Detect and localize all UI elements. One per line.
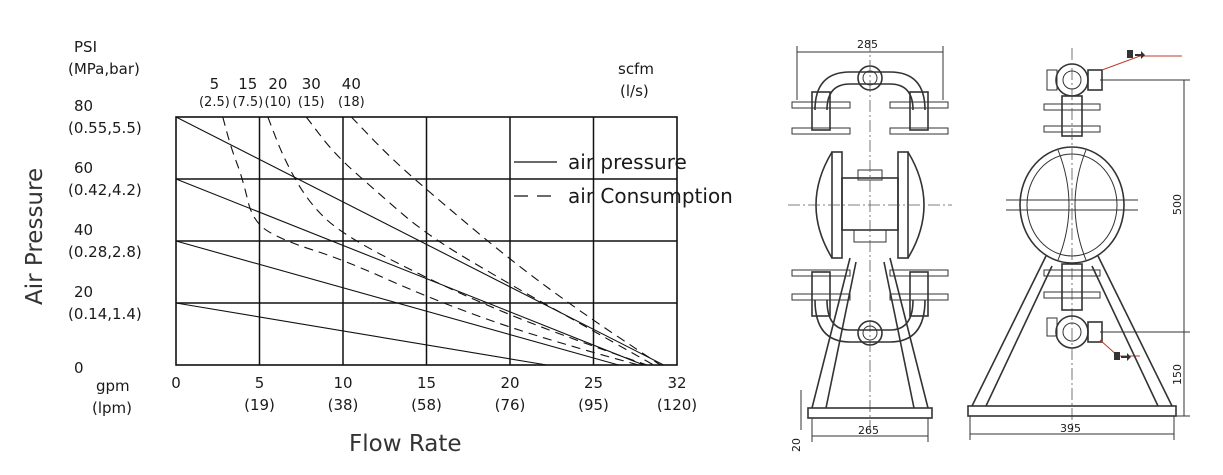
air-tick-labels: 5 (2.5) 15 (7.5) 20 (10) 30 (15) 40 (18) xyxy=(199,75,365,110)
air-tick-sublabel: (10) xyxy=(265,95,292,110)
air-unit-label-1: scfm xyxy=(618,60,654,78)
air-consumption-curve-5 xyxy=(267,116,648,366)
x-tick-labels: 0 5 (19) 10 (38) 15 (58) 20 (76) 25 (95) 32 (120) xyxy=(171,374,697,414)
dim-foot-height: 20 xyxy=(790,438,803,452)
dim-side-width-base: 395 xyxy=(1060,422,1081,435)
x-tick-sublabel: (19) xyxy=(244,396,275,414)
air-pressure-line-1 xyxy=(175,178,644,366)
grid xyxy=(176,117,677,365)
y-axis-title: Air Pressure xyxy=(22,168,48,305)
x-tick-label: 20 xyxy=(500,374,519,392)
air-tick-label: 20 xyxy=(268,75,287,93)
x-axis-title: Flow Rate xyxy=(349,431,462,457)
y-unit-label-2: (MPa,bar) xyxy=(68,60,140,78)
x-tick-label: 25 xyxy=(584,374,603,392)
air-consumption-curve-7 xyxy=(350,116,661,366)
y-tick-label: 40 xyxy=(74,221,93,239)
dim-width-base: 265 xyxy=(858,424,879,437)
y-tick-sublabel: (0.14,1.4) xyxy=(68,305,142,323)
air-unit-label-2: (l/s) xyxy=(620,82,649,100)
x-tick-label: 10 xyxy=(333,374,352,392)
air-tick-label: 40 xyxy=(342,75,361,93)
dim-height-lower: 150 xyxy=(1171,364,1184,385)
x-tick-label: 0 xyxy=(171,374,181,392)
legend-air-consumption: air Consumption xyxy=(568,184,733,208)
air-consumption-curve-4 xyxy=(222,116,639,366)
dim-width-top: 285 xyxy=(857,38,878,51)
air-tick-sublabel: (7.5) xyxy=(232,95,263,110)
air-tick-label: 5 xyxy=(210,75,220,93)
air-pressure-line-2 xyxy=(175,240,619,366)
legend-air-pressure: air pressure xyxy=(568,150,687,174)
pump-side-view-drawing: 395 500 150 xyxy=(967,48,1190,440)
pump-front-view-drawing: 285 xyxy=(788,38,952,452)
air-tick-sublabel: (15) xyxy=(298,95,325,110)
x-tick-label: 32 xyxy=(667,374,686,392)
y-unit-label-1: PSI xyxy=(74,38,97,56)
air-consumption-curve-6 xyxy=(305,116,654,366)
dim-height-total: 500 xyxy=(1171,194,1184,215)
air-tick-sublabel: (2.5) xyxy=(199,95,230,110)
performance-chart: 0 20 (0.14,1.4) 40 (0.28,2.8) 60 (0.42,4.2) 80 (… xyxy=(22,38,733,457)
y-tick-label: 0 xyxy=(74,359,84,377)
x-tick-sublabel: (120) xyxy=(657,396,697,414)
y-tick-label: 80 xyxy=(74,97,93,115)
y-tick-sublabel: (0.42,4.2) xyxy=(68,181,142,199)
y-tick-labels: 0 20 (0.14,1.4) 40 (0.28,2.8) 60 (0.42,4.2) 80 (… xyxy=(68,97,142,377)
y-tick-sublabel: (0.28,2.8) xyxy=(68,243,142,261)
air-tick-sublabel: (18) xyxy=(338,95,365,110)
legend: air pressure air Consumption xyxy=(514,150,733,208)
air-pressure-line-0 xyxy=(175,116,664,366)
air-pressure-line-3 xyxy=(175,302,547,366)
x-unit-label-1: gpm xyxy=(96,377,130,395)
x-tick-sublabel: (58) xyxy=(411,396,442,414)
y-tick-sublabel: (0.55,5.5) xyxy=(68,119,142,137)
x-unit-label-2: (lpm) xyxy=(92,399,132,417)
air-tick-label: 15 xyxy=(238,75,257,93)
x-tick-sublabel: (76) xyxy=(495,396,526,414)
x-tick-sublabel: (38) xyxy=(328,396,359,414)
x-tick-label: 15 xyxy=(417,374,436,392)
y-tick-label: 20 xyxy=(74,283,93,301)
y-tick-label: 60 xyxy=(74,159,93,177)
x-tick-sublabel: (95) xyxy=(578,396,609,414)
series-group xyxy=(175,116,664,366)
x-tick-label: 5 xyxy=(255,374,265,392)
air-tick-label: 30 xyxy=(302,75,321,93)
